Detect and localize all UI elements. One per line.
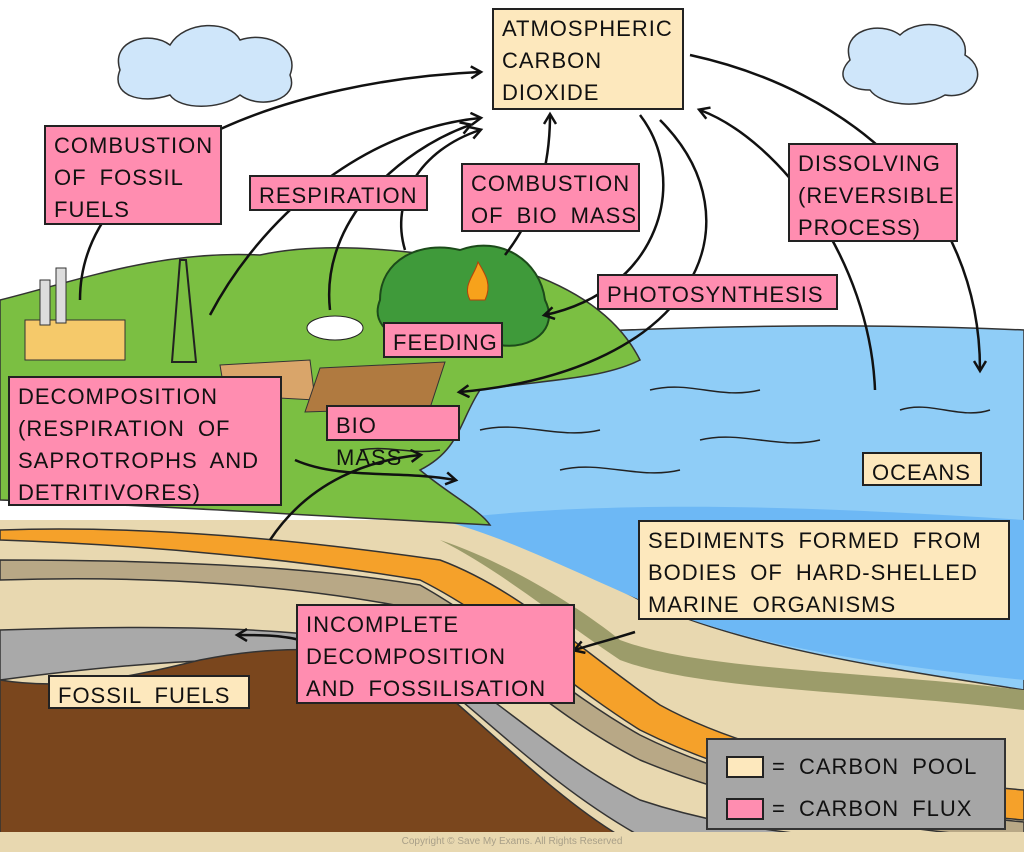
- label-line: DETRITIVORES): [18, 480, 201, 505]
- label-line: DECOMPOSITION: [18, 384, 219, 409]
- chimney: [39, 279, 51, 326]
- label-atmospheric-co2: ATMOSPHERIC CARBON DIOXIDE: [492, 8, 684, 110]
- label-line: CARBON: [502, 48, 603, 73]
- label-line: (REVERSIBLE: [798, 183, 955, 208]
- arrow-decomposition: [294, 458, 455, 480]
- legend-flux-label: = CARBON FLUX: [772, 796, 973, 821]
- label-line: ATMOSPHERIC: [502, 16, 673, 41]
- label-line: INCOMPLETE: [306, 612, 460, 637]
- legend-pool: = CARBON POOL: [726, 754, 977, 780]
- factory: [24, 319, 126, 361]
- cloud: [117, 24, 293, 107]
- label-line: COMBUSTION: [471, 171, 631, 196]
- label-biomass: BIO MASS: [326, 405, 460, 470]
- legend-flux: = CARBON FLUX: [726, 796, 972, 822]
- label-line: DIOXIDE: [502, 80, 600, 105]
- cloud: [842, 23, 979, 105]
- label-line: DECOMPOSITION: [306, 644, 507, 669]
- arrow-sediments: [575, 630, 636, 650]
- label-line: FUELS: [54, 197, 130, 222]
- label-combustion-fossil-fuels: COMBUSTION OF FOSSIL FUELS: [44, 125, 222, 225]
- waves: [359, 386, 991, 474]
- cow: [306, 315, 364, 341]
- label-line: SEDIMENTS FORMED FROM: [648, 528, 982, 553]
- arrow-fossilisation: [238, 635, 301, 640]
- label-line: PROCESS): [798, 215, 921, 240]
- pool-swatch: [726, 756, 764, 778]
- label-decomposition: DECOMPOSITION (RESPIRATION OF SAPROTROPH…: [8, 376, 282, 506]
- arrow-photosynthesis: [545, 114, 665, 315]
- label-line: OF FOSSIL: [54, 165, 184, 190]
- label-fossil-fuels: FOSSIL FUELS: [48, 675, 250, 709]
- label-photosynthesis: PHOTOSYNTHESIS: [597, 274, 838, 310]
- label-line: BODIES OF HARD-SHELLED: [648, 560, 978, 585]
- seabed-layer: [440, 540, 1024, 710]
- footer-strip: [0, 832, 1024, 852]
- label-respiration: RESPIRATION: [249, 175, 428, 211]
- label-line: DISSOLVING: [798, 151, 941, 176]
- chimney: [55, 267, 67, 324]
- fire-icon: [466, 260, 489, 301]
- legend-pool-label: = CARBON POOL: [772, 754, 978, 779]
- label-feeding: FEEDING: [383, 322, 503, 358]
- arrow-decomp-up: [268, 455, 420, 541]
- label-line: AND FOSSILISATION: [306, 676, 547, 701]
- label-line: SAPROTROPHS AND: [18, 448, 260, 473]
- copyright: Copyright © Save My Exams. All Rights Re…: [401, 836, 623, 847]
- label-oceans: OCEANS: [862, 452, 982, 486]
- label-combustion-biomass: COMBUSTION OF BIO MASS: [461, 163, 640, 232]
- oil-rig: [170, 259, 198, 363]
- label-line: MARINE ORGANISMS: [648, 592, 897, 617]
- flux-swatch: [726, 798, 764, 820]
- label-dissolving: DISSOLVING (REVERSIBLE PROCESS): [788, 143, 958, 242]
- label-line: COMBUSTION: [54, 133, 214, 158]
- legend: = CARBON POOL = CARBON FLUX: [706, 738, 1006, 830]
- label-line: OF BIO MASS: [471, 203, 638, 228]
- label-incomplete-decomposition: INCOMPLETE DECOMPOSITION AND FOSSILISATI…: [296, 604, 575, 704]
- label-sediments: SEDIMENTS FORMED FROM BODIES OF HARD-SHE…: [638, 520, 1010, 620]
- label-line: (RESPIRATION OF: [18, 416, 231, 441]
